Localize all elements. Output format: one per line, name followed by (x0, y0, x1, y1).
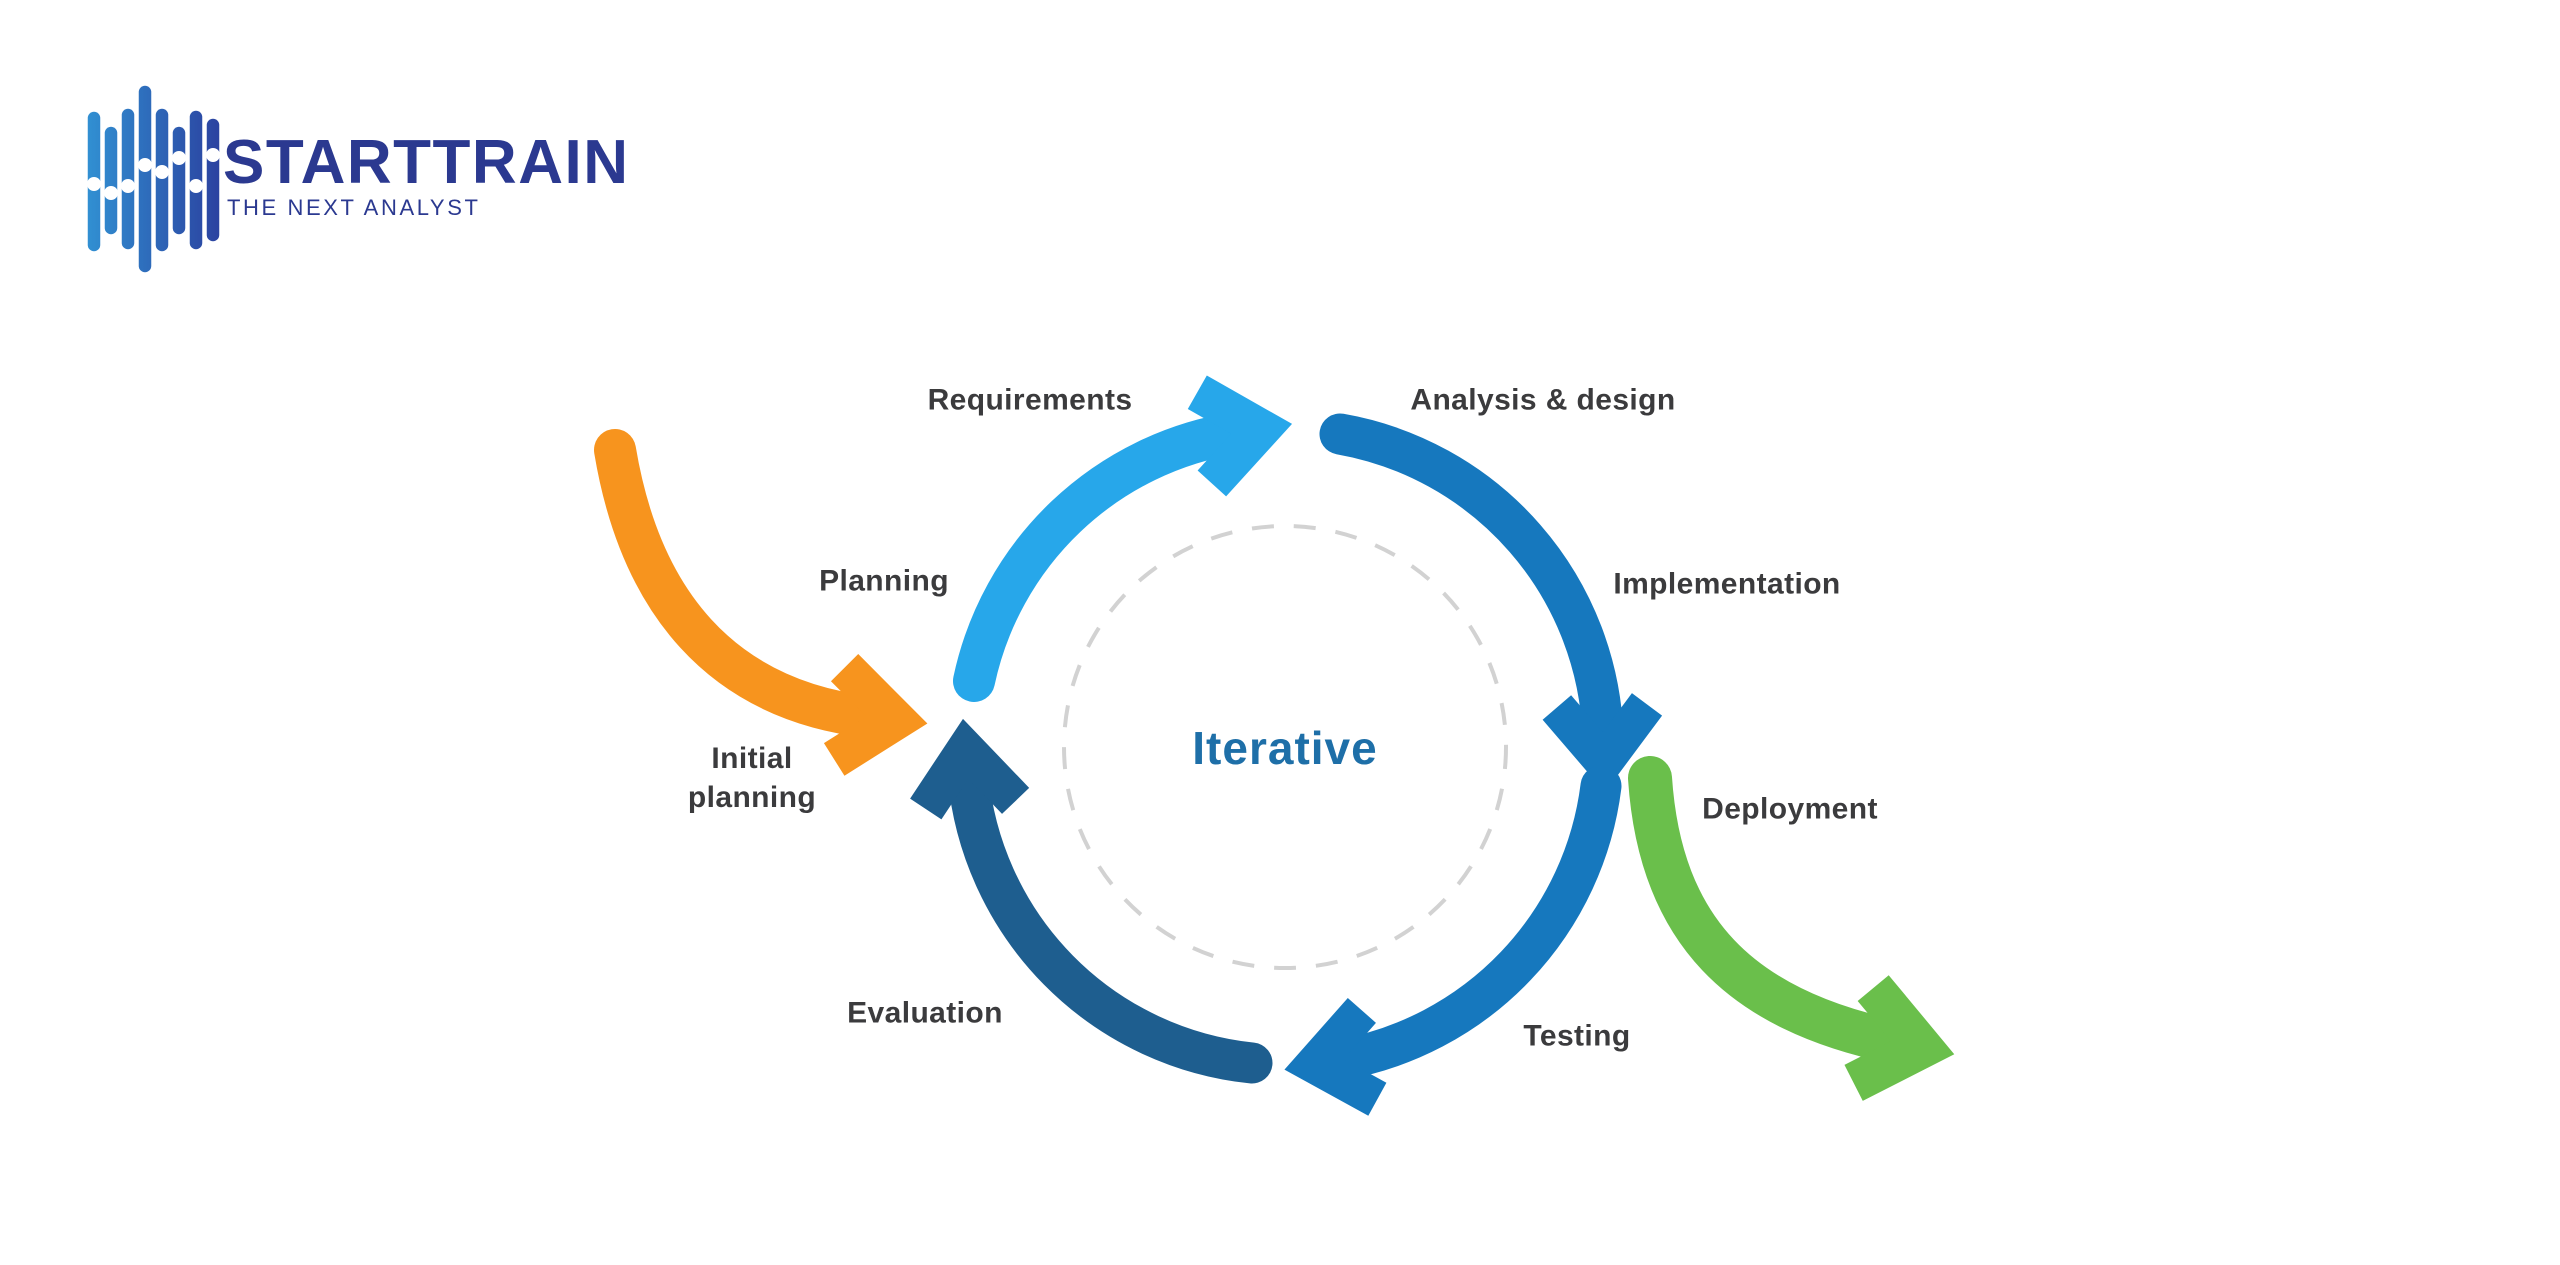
center-label-iterative: Iterative (1192, 722, 1378, 774)
arrow-planning-to-requirements (953, 375, 1293, 702)
brand-name: STARTTRAIN (223, 128, 630, 197)
arrow-implementation-to-testing (1284, 765, 1622, 1116)
label-analysis-design: Analysis & design (1410, 383, 1676, 417)
label-requirements: Requirements (927, 383, 1133, 417)
dashed-circle (1062, 524, 1508, 970)
logo-waveform-icon (87, 85, 220, 273)
arrow-initial-planning-entry (594, 429, 928, 776)
arrow-analysis-design-to-implementation (1319, 413, 1663, 793)
label-initial-planning: Initial planning (687, 742, 817, 814)
label-implementation: Implementation (1613, 567, 1841, 601)
waveform-nodes (87, 148, 220, 200)
label-planning: Planning (819, 564, 949, 598)
label-testing: Testing (1523, 1019, 1631, 1053)
label-evaluation: Evaluation (847, 996, 1003, 1030)
arrow-testing-to-evaluation (910, 718, 1273, 1084)
brand-tagline: THE NEXT ANALYST (227, 195, 481, 220)
label-deployment: Deployment (1702, 792, 1878, 826)
arrow-deployment-exit (1628, 756, 1955, 1101)
